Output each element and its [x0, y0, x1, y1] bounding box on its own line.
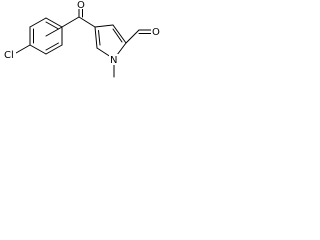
aldehyde-oxygen-label: O	[152, 27, 160, 38]
bond	[29, 44, 47, 55]
bond-carbonyl-pyrrole	[78, 16, 96, 28]
bond	[45, 44, 63, 55]
bond-ring-aldehyde-carbon	[125, 29, 140, 44]
label-background	[109, 54, 119, 65]
bond	[112, 24, 127, 44]
bond	[45, 17, 63, 28]
double-bond-inner	[112, 28, 123, 43]
label-background	[77, 0, 86, 9]
double-bond-inner	[45, 42, 59, 51]
bond-c-cl	[15, 44, 31, 54]
carbonyl-oxygen-label: O	[77, 0, 85, 11]
bond	[29, 17, 47, 28]
chemical-structure: Cl O N O	[3, 0, 161, 78]
pyrrole-ring	[94, 24, 127, 60]
chlorine-atom-label: Cl	[4, 50, 14, 61]
bond	[45, 26, 63, 37]
bond	[94, 26, 98, 49]
pyrrole-nitrogen-label: N	[110, 55, 117, 66]
chlorophenyl-ring	[29, 17, 63, 55]
bond-ring-carbonyl	[61, 16, 80, 28]
label-background	[3, 49, 16, 60]
double-bond-inner	[98, 30, 101, 46]
label-background	[151, 27, 161, 38]
bond	[94, 24, 114, 28]
double-bond-inner	[45, 21, 59, 30]
